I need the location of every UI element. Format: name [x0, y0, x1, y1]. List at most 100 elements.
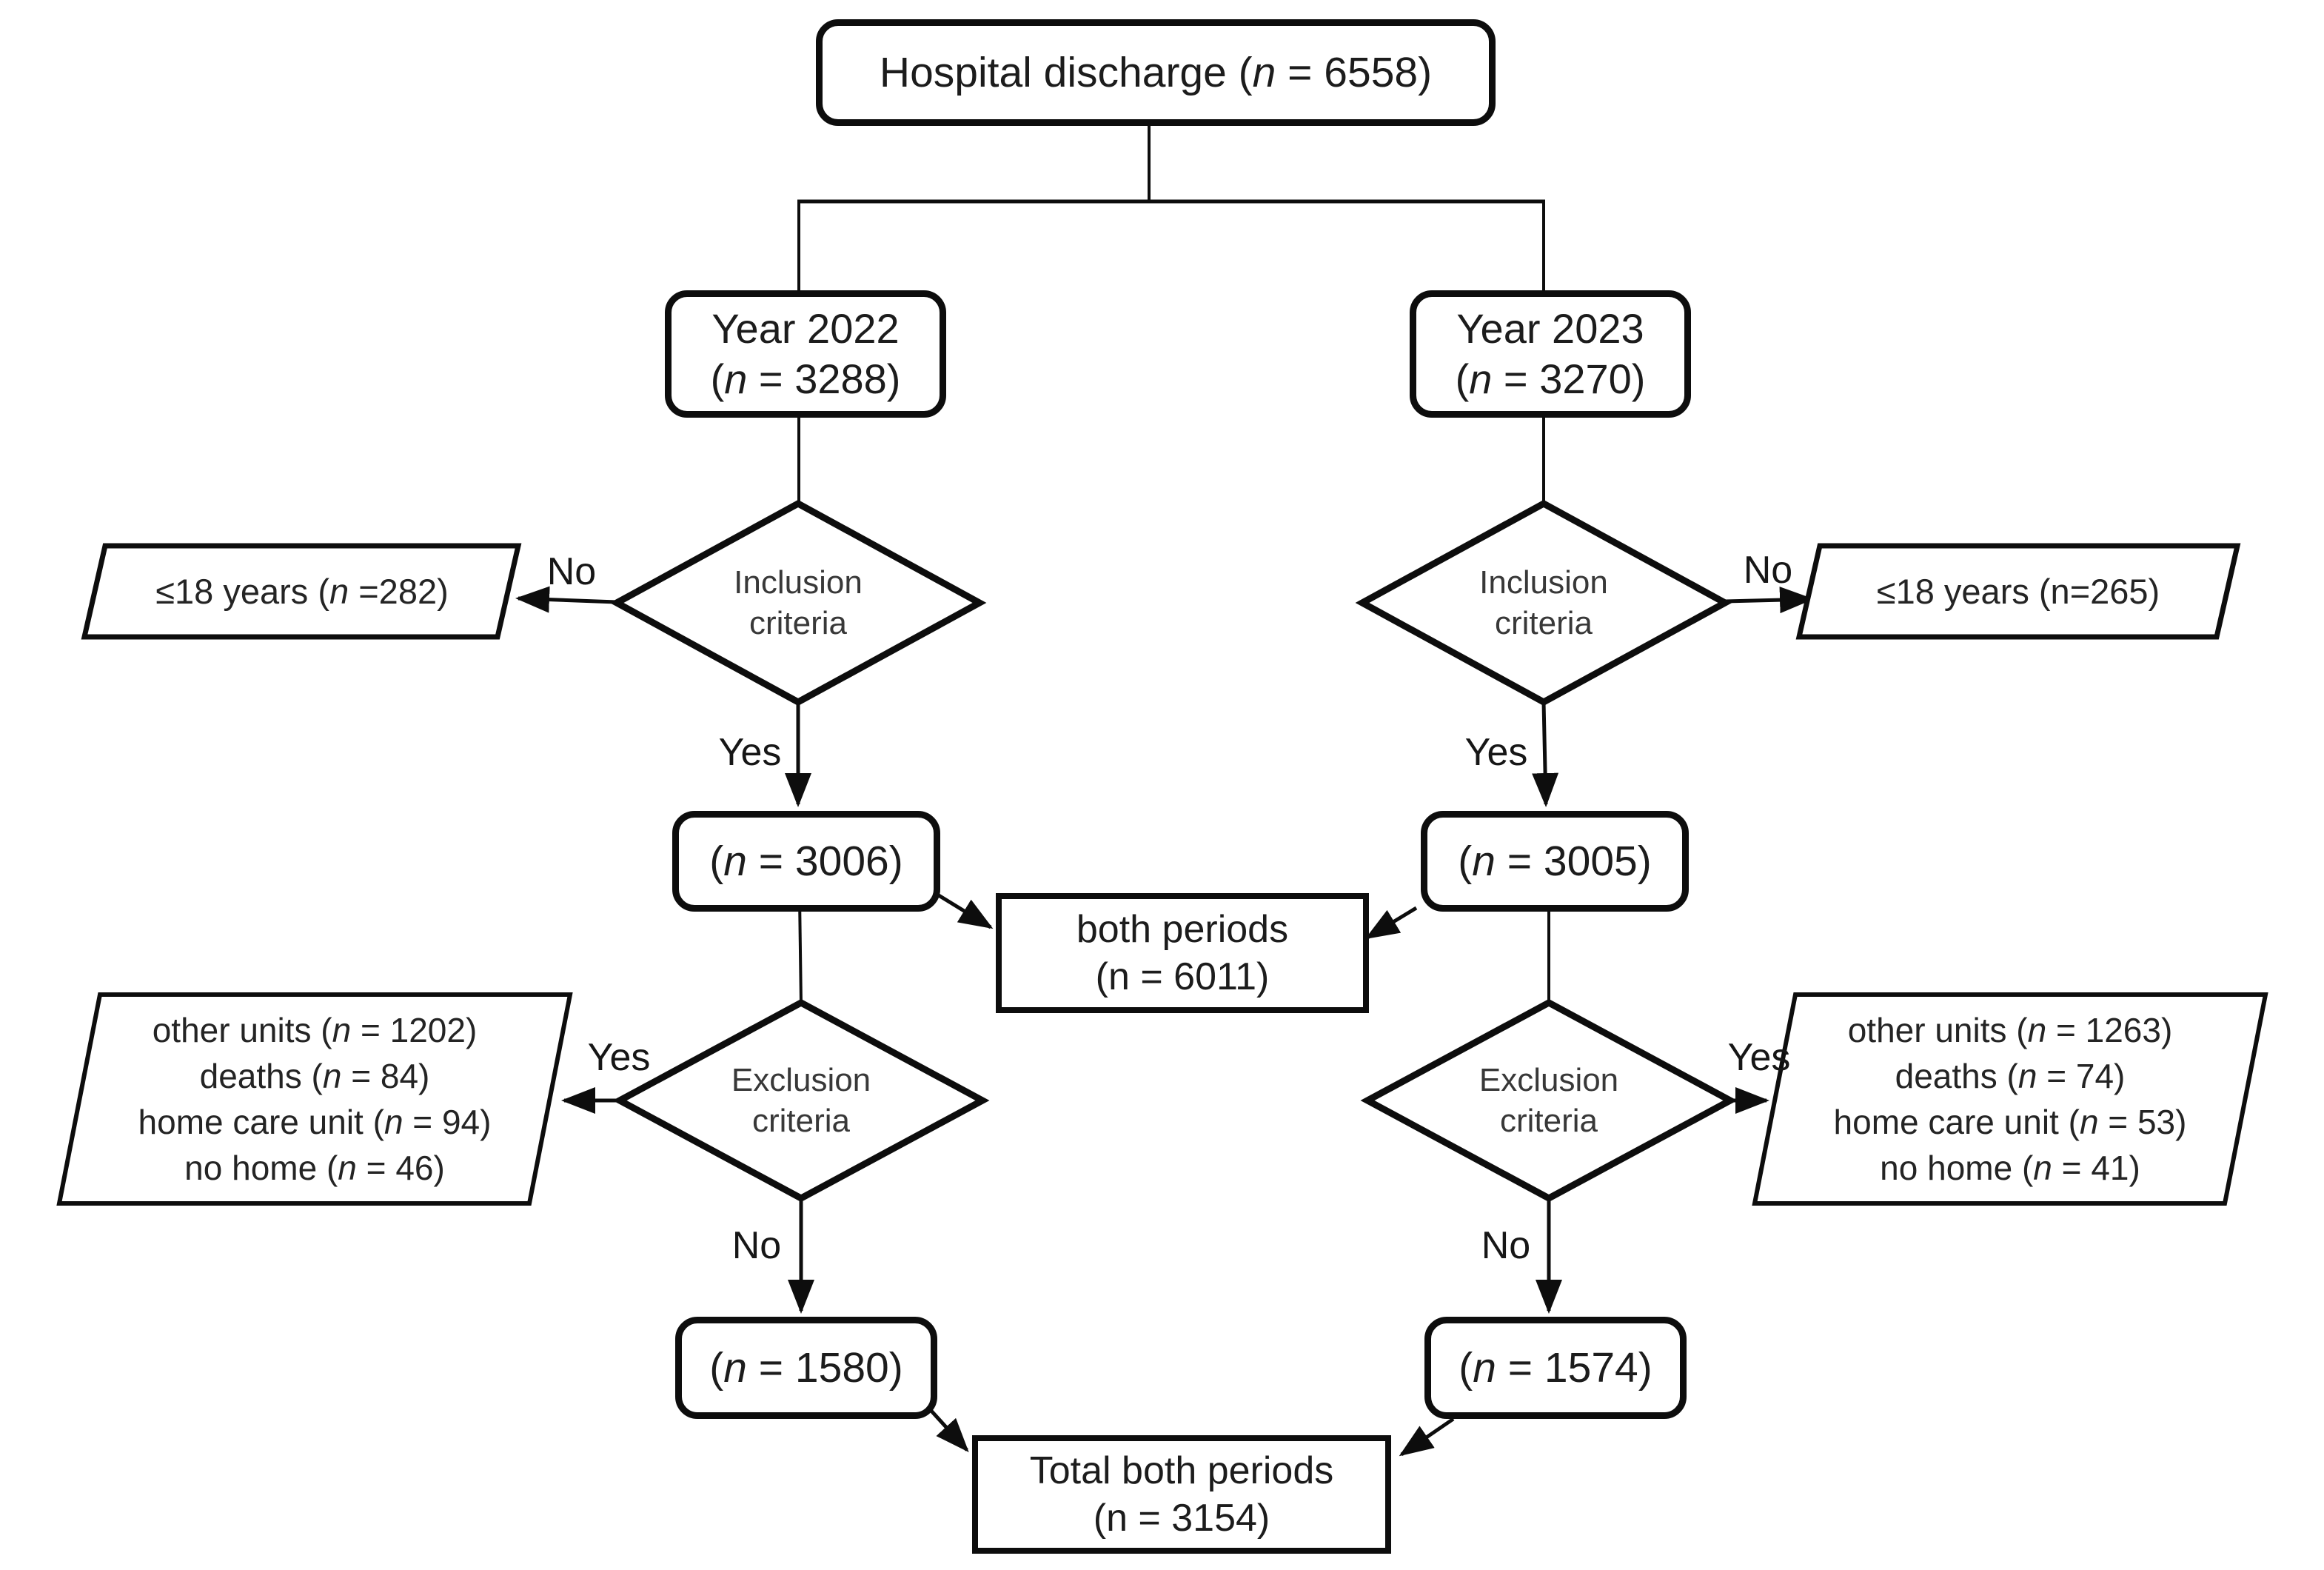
- both-periods-box: both periods (n = 6011): [996, 893, 1369, 1013]
- label-part: Hospital discharge (: [879, 49, 1253, 96]
- label-part-n: n: [1472, 838, 1496, 885]
- n3005-box: (n = 3005): [1421, 811, 1689, 912]
- label-no-inclusion-left: No: [546, 550, 597, 593]
- excluded-parallelogram-left: [56, 992, 573, 1206]
- excluded-left-item: home care unit (n = 94): [138, 1099, 492, 1145]
- label-part-n: n: [2079, 1103, 2099, 1141]
- n1574-box: (n = 1574): [1424, 1317, 1687, 1419]
- label-part-n: n: [384, 1103, 403, 1141]
- n1580-box: (n = 1580): [675, 1317, 937, 1419]
- label-part: (: [710, 355, 725, 402]
- label-part-n: n: [2017, 1057, 2037, 1095]
- excluded-right-item: home care unit (n = 53): [1834, 1099, 2187, 1145]
- label-part: (: [1455, 355, 1470, 402]
- label-part: (: [709, 1344, 724, 1392]
- label-part: = 6558): [1276, 49, 1433, 96]
- label-yes-inclusion-right: Yes: [1464, 731, 1528, 774]
- inclusion-left-label: Inclusion criteria: [687, 561, 909, 644]
- inclusion-right-label: Inclusion criteria: [1433, 561, 1655, 644]
- label-part: (: [1459, 1344, 1473, 1392]
- total-line1: Total both periods: [1029, 1449, 1334, 1492]
- hospital-discharge-box: Hospital discharge (n = 6558): [816, 19, 1496, 126]
- n3006-box: (n = 3006): [672, 811, 940, 912]
- label-part-n: n: [329, 572, 349, 611]
- label-part: = 3270): [1492, 355, 1646, 402]
- label-yes-exclusion-left: Yes: [587, 1036, 651, 1079]
- label-part-n: n: [724, 355, 748, 402]
- label-part: = 94): [403, 1103, 492, 1141]
- excluded-left-item: other units (n = 1202): [153, 1007, 478, 1053]
- n3006-label: (n = 3006): [709, 837, 903, 886]
- exclusion-left-line2: criteria: [751, 1103, 851, 1139]
- label-part-n: n: [1473, 1344, 1496, 1392]
- label-part: = 53): [2098, 1103, 2187, 1141]
- label-part-n: n: [332, 1011, 352, 1049]
- label-part: other units (: [152, 1011, 332, 1049]
- label-part-n: n: [723, 838, 747, 885]
- inclusion-diamond-left: [609, 499, 987, 706]
- label-part: (: [1458, 838, 1473, 885]
- arrow-n1574-total: [1399, 1417, 1455, 1457]
- n3005-label: (n = 3005): [1458, 837, 1651, 886]
- label-part-n: n: [1469, 355, 1493, 402]
- label-part: no home (: [1880, 1149, 2034, 1187]
- label-part-n: n: [1252, 49, 1276, 96]
- arrow-yes-right: [1532, 701, 1559, 807]
- arrow-no-right: [1724, 587, 1814, 614]
- total-line2: (n = 3154): [1093, 1497, 1270, 1540]
- under18-parallelogram-right: [1795, 543, 2241, 640]
- label-part: = 3005): [1495, 838, 1652, 885]
- inclusion-left-line1: Inclusion: [734, 564, 863, 601]
- inclusion-left-line2: criteria: [749, 605, 848, 641]
- label-part: no home (: [184, 1149, 338, 1187]
- n1574-label: (n = 1574): [1459, 1343, 1652, 1392]
- label-part: = 3006): [746, 838, 903, 885]
- year-2022-box: Year 2022 (n = 3288): [665, 290, 946, 418]
- excluded-right-label: other units (n = 1263) deaths (n = 74) h…: [1784, 1001, 2236, 1197]
- label-part-n: n: [322, 1057, 342, 1095]
- exclusion-left-line1: Exclusion: [731, 1062, 871, 1098]
- label-part: = 41): [2052, 1149, 2140, 1187]
- excluded-left-label: other units (n = 1202) deaths (n = 84) h…: [89, 1001, 540, 1197]
- label-part: deaths (: [199, 1057, 323, 1095]
- under18-right-text: ≤18 years (n=265): [1876, 572, 2160, 611]
- under18-left-text: ≤18 years (n =282): [155, 571, 449, 612]
- inclusion-right-line1: Inclusion: [1479, 564, 1608, 601]
- label-part: deaths (: [1895, 1057, 2018, 1095]
- label-no-exclusion-right: No: [1481, 1224, 1531, 1267]
- label-part-n: n: [2027, 1011, 2047, 1049]
- year-2022-title: Year 2022: [711, 305, 900, 352]
- hospital-discharge-label: Hospital discharge (n = 6558): [880, 48, 1432, 97]
- label-part: = 1574): [1496, 1344, 1652, 1392]
- arrow-n3005-both: [1364, 906, 1418, 940]
- label-part: other units (: [1847, 1011, 2028, 1049]
- label-part: ≤18 years (: [155, 572, 330, 611]
- label-part: (: [709, 838, 724, 885]
- arrow-no-left: [515, 586, 617, 613]
- exclusion-left-label: Exclusion criteria: [690, 1059, 912, 1142]
- year-2023-count: (n = 3270): [1456, 354, 1646, 404]
- under18-parallelogram-left: [81, 543, 522, 640]
- under18-left-label: ≤18 years (n =282): [98, 546, 506, 637]
- inclusion-right-line2: criteria: [1494, 605, 1593, 641]
- label-part: = 84): [341, 1057, 430, 1095]
- exclusion-right-line2: criteria: [1499, 1103, 1598, 1139]
- both-periods-line2: (n = 6011): [1095, 955, 1270, 998]
- label-no-inclusion-right: No: [1743, 549, 1793, 592]
- label-no-exclusion-left: No: [731, 1224, 782, 1267]
- exclusion-diamond-left: [612, 998, 990, 1203]
- label-part: = 46): [356, 1149, 445, 1187]
- excluded-right-item: deaths (n = 74): [1895, 1053, 2126, 1099]
- label-part: = 74): [2037, 1057, 2126, 1095]
- year-2023-box: Year 2023 (n = 3270): [1410, 290, 1691, 418]
- label-yes-inclusion-left: Yes: [718, 731, 782, 774]
- label-part: home care unit (: [1833, 1103, 2080, 1141]
- excluded-left-item: no home (n = 46): [184, 1145, 445, 1191]
- label-part: =282): [349, 572, 449, 611]
- year-2022-count: (n = 3288): [711, 354, 901, 404]
- label-part-n: n: [723, 1344, 747, 1392]
- excluded-right-item: no home (n = 41): [1880, 1145, 2140, 1191]
- excluded-right-item: other units (n = 1263): [1848, 1007, 2173, 1053]
- year-2023-title: Year 2023: [1456, 305, 1644, 352]
- both-periods-line1: both periods: [1076, 908, 1289, 951]
